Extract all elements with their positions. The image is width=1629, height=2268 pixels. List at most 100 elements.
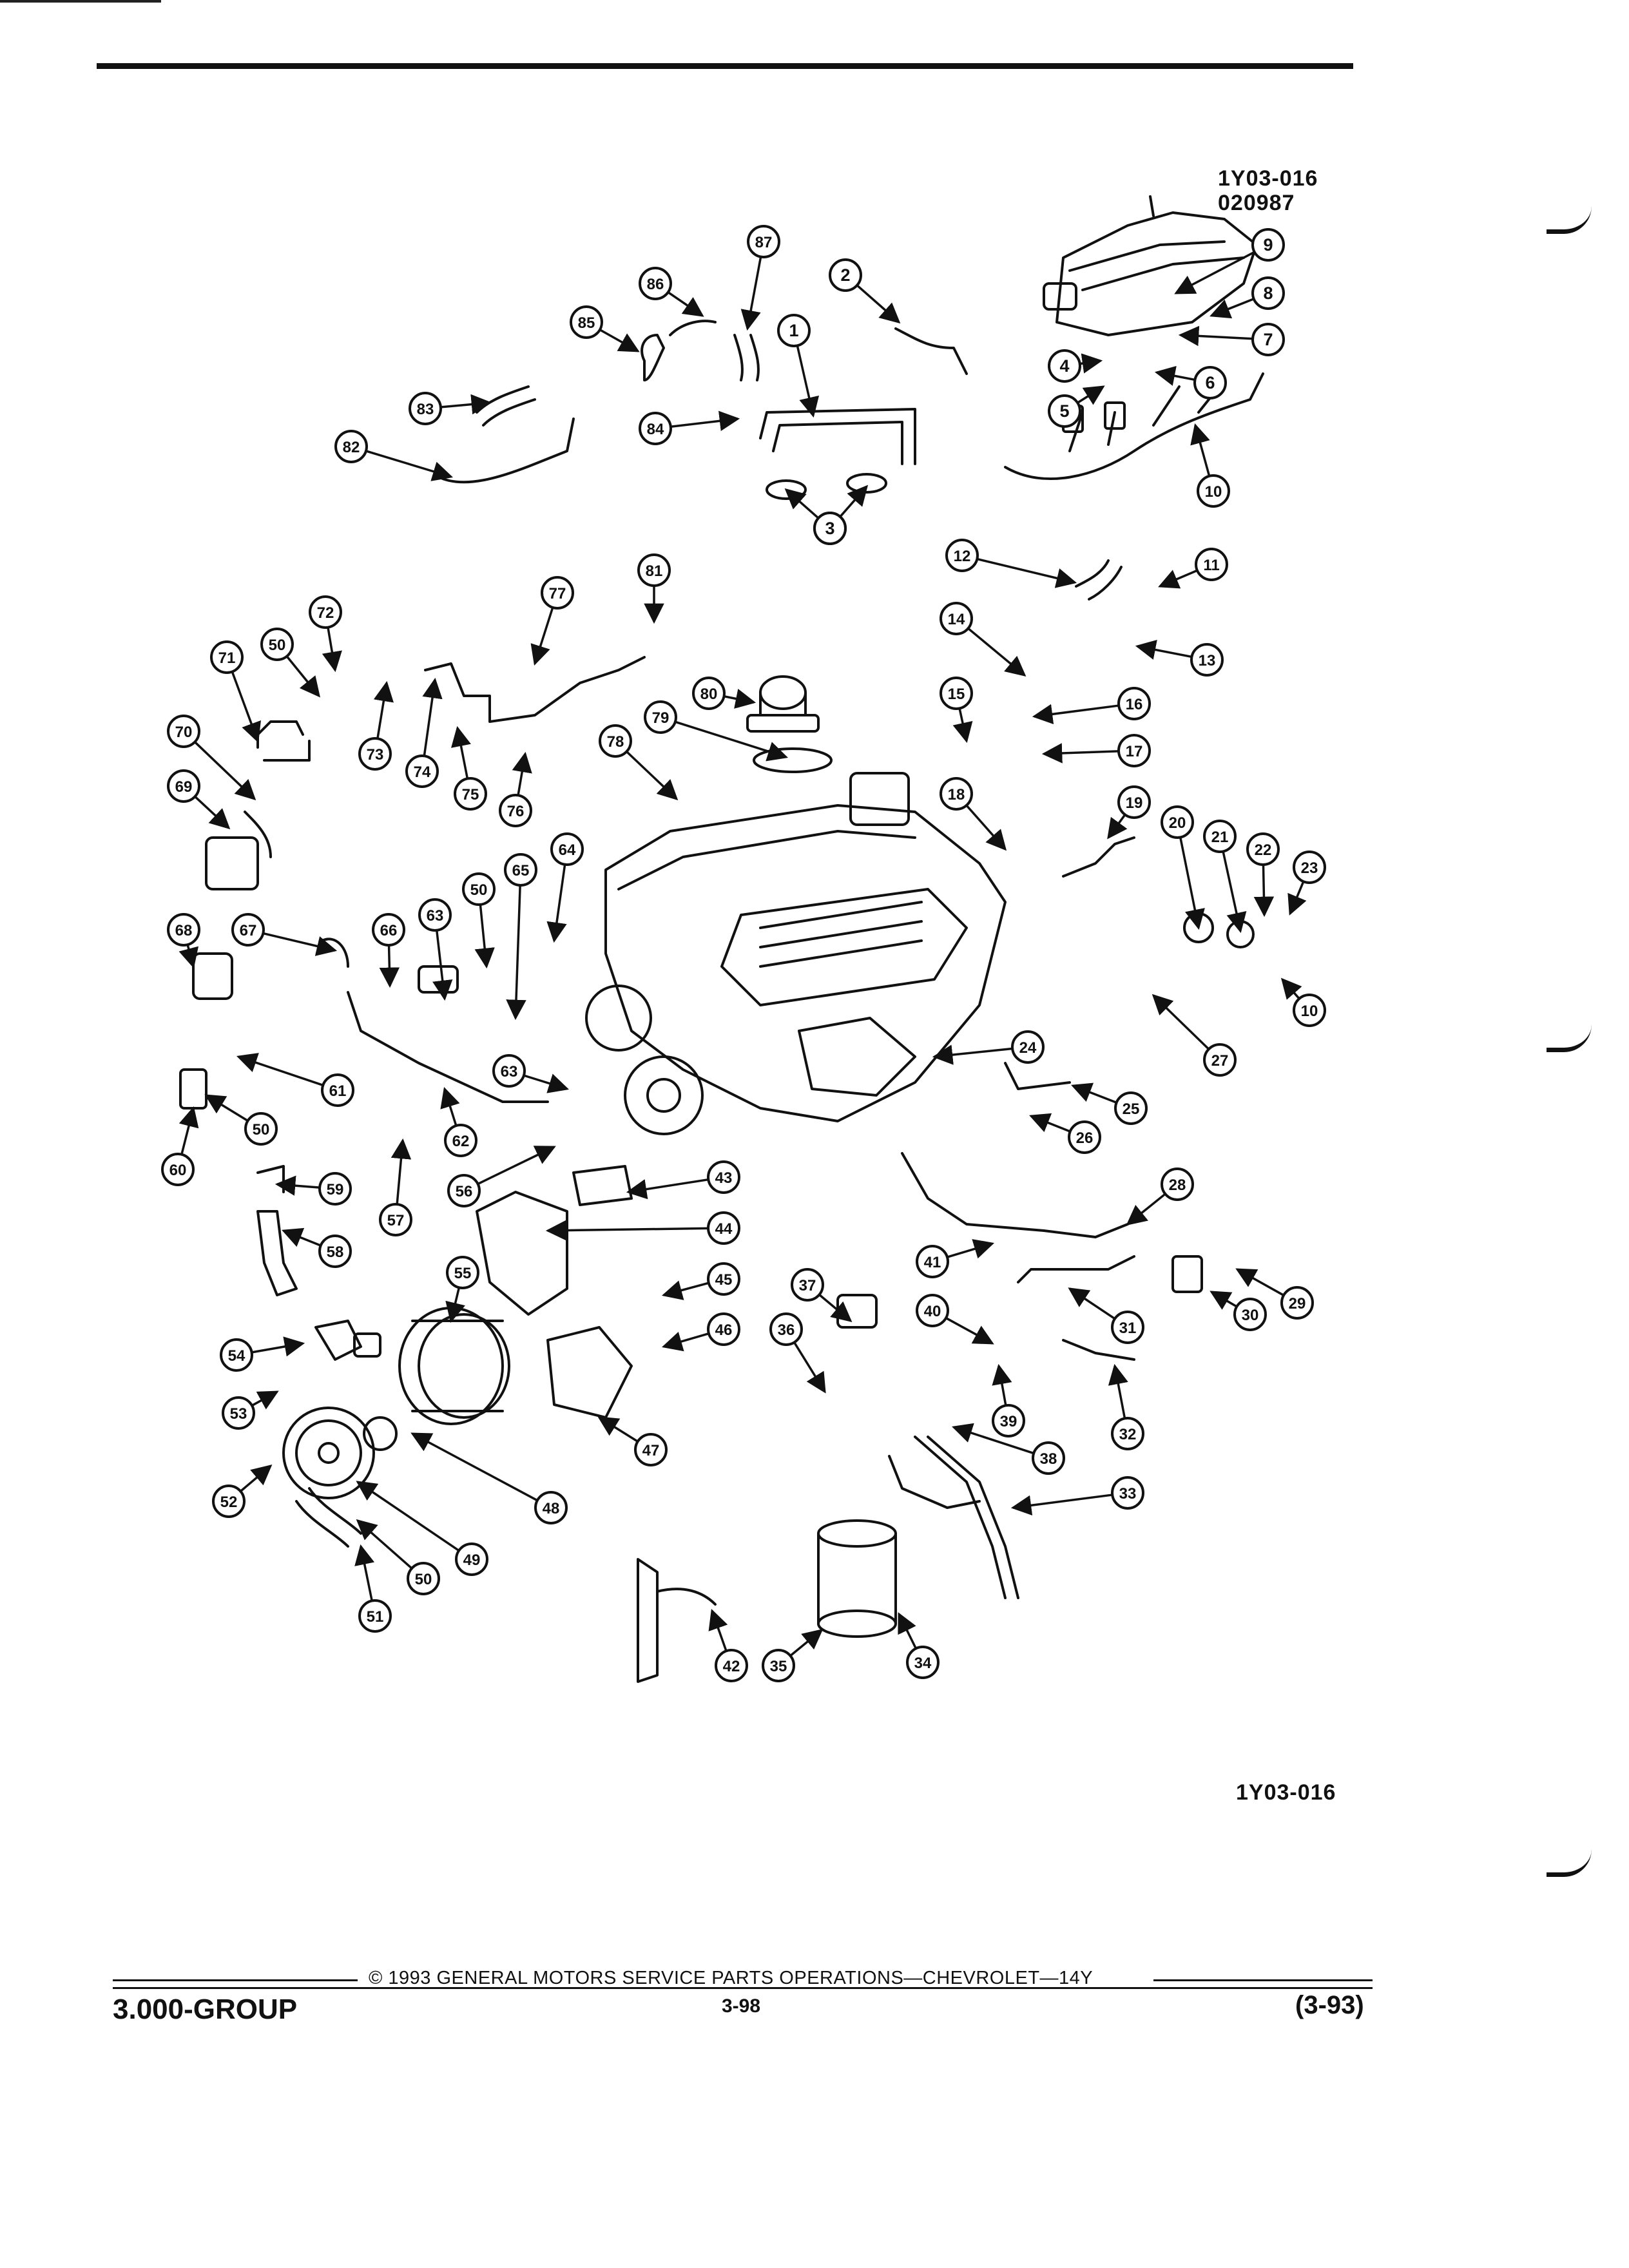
figure-ref-code: 1Y03-016: [1218, 166, 1318, 191]
callout-62: 62: [440, 1086, 477, 1157]
callout-number: 49: [463, 1552, 481, 1569]
leader-arrow: [251, 1390, 279, 1410]
callout-number: 63: [501, 1063, 518, 1081]
callout-67: 67: [231, 913, 338, 956]
callout-number: 8: [1263, 284, 1273, 303]
leader-arrow: [1280, 977, 1302, 1000]
callout-number: 55: [454, 1265, 472, 1282]
callout-14: 14: [940, 602, 1027, 677]
callout-78: 78: [599, 724, 679, 801]
callout-4: 4: [1048, 349, 1103, 383]
callout-30: 30: [1210, 1291, 1267, 1331]
callout-number: 87: [755, 234, 773, 251]
leader-arrow: [379, 945, 400, 988]
callout-number: 81: [646, 562, 663, 580]
callout-circle: [707, 1312, 740, 1346]
leader-arrow: [178, 1106, 199, 1155]
leader-arrow: [818, 1294, 853, 1323]
leader-arrow: [784, 488, 820, 519]
callout-circle: [358, 737, 392, 771]
callout-50: 50: [260, 628, 320, 698]
elbow-hose-85: [641, 334, 665, 381]
egr-tube-1: [759, 408, 916, 465]
callout-circle: [231, 913, 265, 947]
callout-79: 79: [644, 700, 789, 762]
callout-number: 73: [367, 746, 384, 764]
callout-number: 77: [549, 585, 566, 602]
callout-circle: [1293, 994, 1326, 1027]
callout-number: 43: [715, 1169, 733, 1187]
leader-arrow: [1010, 1494, 1113, 1515]
leader-arrow: [661, 1280, 709, 1300]
callout-70: 70: [167, 715, 256, 801]
callout-number: 15: [948, 686, 965, 703]
callout-31: 31: [1068, 1287, 1144, 1344]
sensor-26: [1004, 1062, 1071, 1090]
callout-number: 72: [317, 604, 334, 622]
callout-number: 75: [462, 786, 479, 803]
callout-39: 39: [992, 1363, 1025, 1437]
hose-83: [476, 385, 536, 427]
callout-number: 12: [954, 548, 971, 565]
callout-circle: [358, 1599, 392, 1633]
callout-number: 3: [825, 519, 834, 538]
leader-arrow: [1126, 1193, 1166, 1225]
callout-number: 61: [329, 1082, 347, 1100]
callout-8: 8: [1210, 276, 1285, 319]
bracket-44: [476, 1191, 568, 1316]
callout-61: 61: [236, 1053, 354, 1107]
leader-arrow: [793, 1341, 826, 1394]
callout-layer: 1233456789101011121314151617181920212223…: [161, 225, 1326, 1682]
callout-number: 39: [1000, 1413, 1017, 1430]
callout-86: 86: [639, 267, 704, 317]
callout-circle: [1193, 366, 1227, 399]
callout-circle: [161, 1153, 195, 1186]
callout-number: 11: [1203, 557, 1219, 574]
callout-number: 30: [1242, 1307, 1259, 1324]
engine-block-drawing: [585, 772, 1007, 1135]
leader-arrow: [1179, 837, 1205, 930]
callout-17: 17: [1041, 734, 1151, 767]
leader-arrow: [251, 1336, 305, 1357]
callout-number: 80: [700, 686, 718, 703]
leader-arrow: [285, 655, 320, 698]
callout-84: 84: [639, 410, 740, 445]
callout-circle: [1233, 1298, 1267, 1331]
callout-circle: [747, 225, 780, 258]
figure-ref-bottom: 1Y03-016: [1236, 1780, 1336, 1805]
leader-arrow: [1235, 1268, 1284, 1296]
callout-16: 16: [1032, 687, 1151, 724]
callout-circle: [504, 853, 537, 887]
callout-circle: [762, 1649, 795, 1682]
callout-circle: [634, 1433, 668, 1466]
callout-circle: [1048, 349, 1081, 383]
callout-number: 10: [1205, 483, 1222, 501]
callout-5: 5: [1048, 385, 1105, 428]
callout-circle: [210, 640, 244, 674]
callout-circle: [220, 1338, 253, 1372]
callout-circle: [244, 1112, 278, 1146]
callout-circle: [791, 1268, 824, 1302]
callout-circle: [309, 595, 342, 629]
leader-arrow: [789, 1629, 824, 1657]
callout-number: 59: [327, 1181, 344, 1198]
callout-number: 31: [1119, 1320, 1137, 1337]
footer-rule-right: [1153, 1979, 1373, 1981]
callout-circle: [444, 1124, 477, 1157]
leader-arrow: [322, 627, 342, 673]
callout-71: 71: [210, 640, 261, 743]
callout-number: 84: [647, 421, 664, 438]
line-41: [901, 1152, 1129, 1238]
callout-circle: [407, 1562, 440, 1595]
callout-number: 28: [1169, 1177, 1186, 1194]
leader-arrow: [675, 720, 789, 762]
callout-number: 56: [456, 1183, 473, 1200]
callout-circle: [707, 1160, 740, 1194]
callout-number: 51: [367, 1608, 384, 1626]
hose-86: [669, 320, 717, 336]
callout-circle: [707, 1211, 740, 1245]
air-pipe-75: [424, 656, 646, 723]
header-rule: [97, 63, 1353, 69]
copyright-line: © 1993 GENERAL MOTORS SERVICE PARTS OPER…: [369, 1968, 1094, 1988]
corner-mark: [0, 0, 161, 3]
